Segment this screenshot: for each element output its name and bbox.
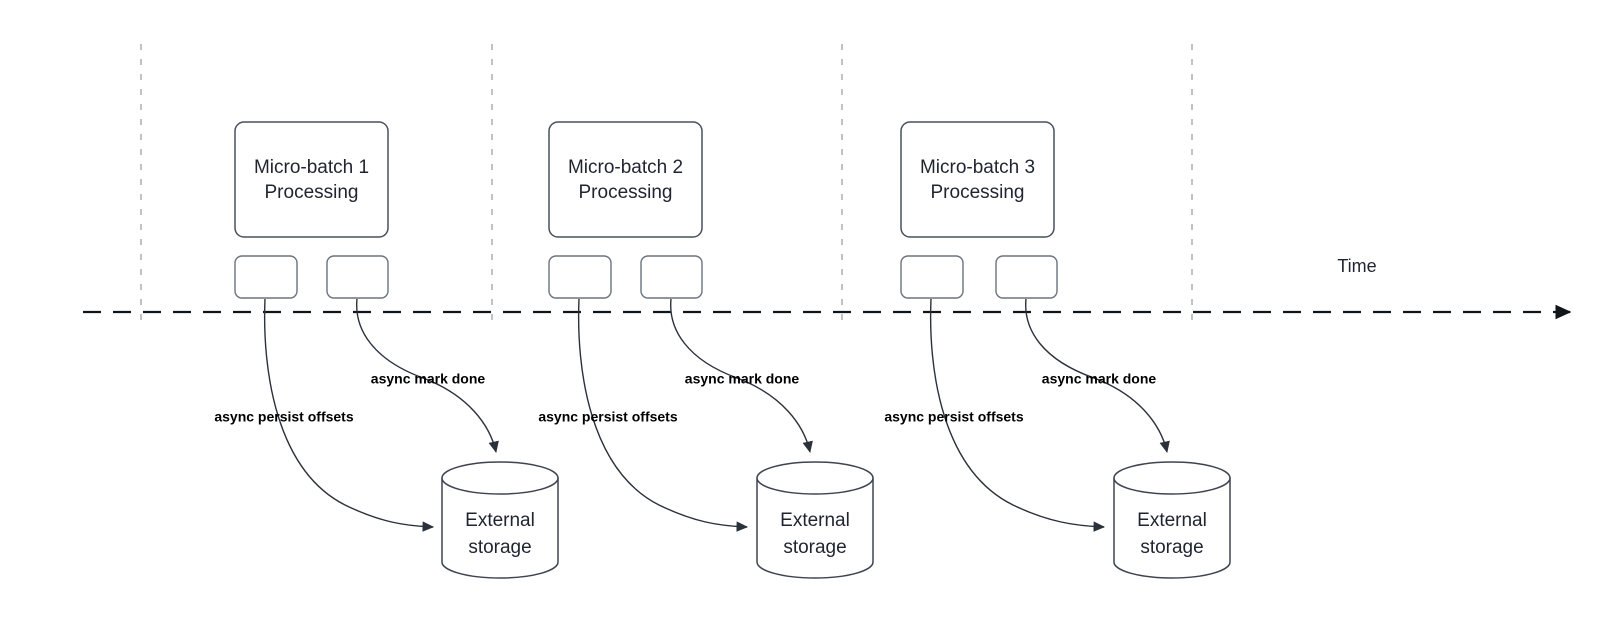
micro-batch-group-1: Micro-batch 1 Processing async mark done…: [214, 121, 559, 579]
cylinder-top-3: [1113, 461, 1231, 495]
mini-box-3a[interactable]: [900, 255, 964, 299]
mark-done-arrow-3: [1025, 298, 1170, 454]
external-storage-label-1-line2: storage: [468, 537, 531, 558]
cylinder-body-1: [441, 478, 559, 579]
persist-offsets-label-3: async persist offsets: [884, 409, 1023, 425]
micro-batch-label-3-line1: Micro-batch 3: [920, 157, 1035, 178]
external-storage-label-2-line2: storage: [783, 537, 846, 558]
cylinder-body-2: [756, 478, 874, 579]
micro-batch-box-1[interactable]: [234, 121, 389, 238]
mark-done-label-3: async mark done: [1042, 371, 1157, 387]
cylinder-top-1: [441, 461, 559, 495]
time-axis: Time: [83, 256, 1572, 320]
persist-offsets-arrow-3: [929, 298, 1106, 532]
separator-group: [140, 44, 1193, 325]
mini-box-2a[interactable]: [548, 255, 612, 299]
mark-done-arrow-2: [670, 298, 813, 454]
external-storage-label-2-line1: External: [780, 510, 850, 531]
persist-offsets-label-2: async persist offsets: [538, 409, 677, 425]
mini-box-3b[interactable]: [995, 255, 1058, 299]
micro-batch-box-3[interactable]: [900, 121, 1055, 238]
micro-batch-label-1-line1: Micro-batch 1: [254, 157, 369, 178]
time-axis-label: Time: [1337, 256, 1376, 276]
micro-batch-label-2-line1: Micro-batch 2: [568, 157, 683, 178]
external-storage-label-3-line1: External: [1137, 510, 1207, 531]
persist-offsets-arrow-1: [263, 298, 435, 532]
micro-batch-group-2: Micro-batch 2 Processing async mark done…: [538, 121, 874, 579]
external-storage-label-1-line1: External: [465, 510, 535, 531]
mini-box-1b[interactable]: [326, 255, 389, 299]
micro-batch-label-3-line2: Processing: [931, 182, 1025, 203]
mini-box-2b[interactable]: [640, 255, 703, 299]
persist-offsets-label-1: async persist offsets: [214, 409, 353, 425]
micro-batch-box-2[interactable]: [548, 121, 703, 238]
micro-batch-group-3: Micro-batch 3 Processing async mark done…: [884, 121, 1231, 579]
external-storage-cylinder-3[interactable]: External storage: [1113, 461, 1231, 579]
external-storage-label-3-line2: storage: [1140, 537, 1203, 558]
micro-batch-label-2-line2: Processing: [579, 182, 673, 203]
mark-done-label-2: async mark done: [685, 371, 800, 387]
cylinder-top-2: [756, 461, 874, 495]
external-storage-cylinder-1[interactable]: External storage: [441, 461, 559, 579]
micro-batch-label-1-line2: Processing: [265, 182, 359, 203]
external-storage-cylinder-2[interactable]: External storage: [756, 461, 874, 579]
mark-done-label-1: async mark done: [371, 371, 486, 387]
cylinder-body-3: [1113, 478, 1231, 579]
mini-box-1a[interactable]: [234, 255, 298, 299]
mark-done-arrow-1: [356, 298, 499, 454]
persist-offsets-arrow-2: [577, 298, 749, 532]
